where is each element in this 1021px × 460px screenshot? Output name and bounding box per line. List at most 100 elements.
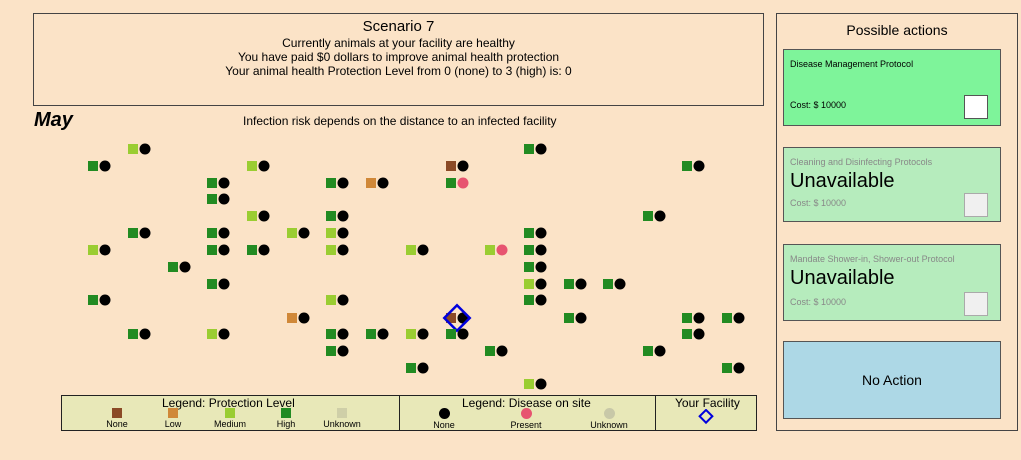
legend-level-high: High: [256, 408, 316, 429]
facility-marker: [247, 244, 270, 256]
facility-marker: [406, 328, 429, 340]
facility-marker: [326, 294, 349, 306]
legend-disease: Legend: Disease on site None Present Unk…: [400, 396, 655, 430]
legend-level-none: None: [87, 408, 147, 429]
protection-level-square: [128, 329, 138, 339]
protection-level-square: [366, 178, 376, 188]
facility-marker: [524, 244, 547, 256]
shower-cost: Cost: $ 10000: [790, 297, 847, 307]
scenario-box: Scenario 7 Currently animals at your fac…: [33, 13, 764, 106]
shower-action: Mandate Shower-in, Shower-out Protocol U…: [783, 244, 1001, 321]
protection-level-square: [326, 329, 336, 339]
facility-marker: [682, 312, 705, 324]
legend-protection-title: Legend: Protection Level: [162, 396, 295, 410]
disease-status-dot: [693, 328, 705, 340]
disease-status-dot: [337, 177, 349, 189]
protection-level-square: [287, 313, 297, 323]
disease-status-dot: [457, 177, 469, 189]
facility-marker: [168, 261, 191, 273]
disease-status-dot: [99, 294, 111, 306]
facility-marker: [485, 345, 508, 357]
facility-marker: [366, 177, 389, 189]
protection-level-square: [485, 245, 495, 255]
disease-management-checkbox[interactable]: [964, 95, 988, 119]
facility-marker: [88, 294, 111, 306]
legend-level-unknown-label: Unknown: [323, 419, 361, 429]
legend-facility-title: Your Facility: [675, 396, 740, 410]
scenario-title: Scenario 7: [362, 18, 435, 35]
disease-status-dot: [337, 294, 349, 306]
protection-level-square: [207, 245, 217, 255]
disease-status-dot: [575, 278, 587, 290]
disease-status-dot: [693, 312, 705, 324]
protection-level-square: [326, 228, 336, 238]
protection-level-square: [207, 279, 217, 289]
legend-disease-unknown-label: Unknown: [590, 420, 628, 430]
facility-marker: [207, 328, 230, 340]
disease-status-dot: [733, 312, 745, 324]
disease-status-dot: [733, 362, 745, 374]
protection-level-square: [326, 295, 336, 305]
legend-level-medium-label: Medium: [213, 419, 246, 429]
protection-level-square: [207, 329, 217, 339]
legend-level-high-label: High: [276, 419, 296, 429]
protection-level-square: [682, 329, 692, 339]
shower-name: Mandate Shower-in, Shower-out Protocol: [790, 254, 955, 264]
facility-marker: [326, 210, 349, 222]
scenario-paid: You have paid $0 dollars to improve anim…: [237, 50, 560, 64]
legend-protection: Legend: Protection Level None Low Medium…: [62, 396, 399, 430]
disease-management-action[interactable]: Disease Management Protocol Cost: $ 1000…: [783, 49, 1001, 126]
protection-level-square: [168, 262, 178, 272]
disease-status-dot: [377, 177, 389, 189]
disease-status-dot: [535, 227, 547, 239]
no-action-button[interactable]: No Action: [783, 341, 1001, 419]
facility-marker: [524, 227, 547, 239]
legend-your-facility: Your Facility: [656, 396, 756, 430]
facility-marker: [326, 244, 349, 256]
disease-status-dot: [218, 328, 230, 340]
disease-status-dot: [99, 160, 111, 172]
protection-level-square: [326, 178, 336, 188]
facility-marker: [643, 210, 666, 222]
disease-management-name: Disease Management Protocol: [790, 59, 914, 69]
disease-status-dot: [139, 143, 151, 155]
protection-level-square: [326, 245, 336, 255]
protection-level-square: [88, 161, 98, 171]
disease-status-dot: [535, 378, 547, 390]
cleaning-status: Unavailable: [790, 170, 895, 192]
disease-status-dot: [258, 244, 270, 256]
your-facility-diamond: [442, 303, 472, 333]
disease-status-dot: [417, 244, 429, 256]
facility-marker: [128, 227, 151, 239]
facility-marker: [247, 210, 270, 222]
disease-status-dot: [654, 345, 666, 357]
legend-level-low-label: Low: [164, 419, 182, 429]
disease-status-dot: [298, 227, 310, 239]
facility-marker: [524, 278, 547, 290]
legend-disease-unknown: Unknown: [579, 408, 639, 430]
facility-marker: [682, 160, 705, 172]
protection-level-square: [603, 279, 613, 289]
facility-marker: [326, 177, 349, 189]
facility-marker: [643, 345, 666, 357]
disease-management-cost: Cost: $ 10000: [790, 100, 847, 110]
disease-status-dot: [575, 312, 587, 324]
facility-marker: [564, 312, 587, 324]
disease-status-dot: [693, 160, 705, 172]
protection-level-square: [682, 161, 692, 171]
legend-disease-present-label: Present: [510, 420, 542, 430]
protection-level-square: [564, 313, 574, 323]
facility-marker: [207, 177, 230, 189]
protection-level-square: [207, 194, 217, 204]
protection-level-square: [326, 211, 336, 221]
legend-disease-present: Present: [496, 408, 556, 430]
disease-status-dot: [496, 345, 508, 357]
disease-status-dot: [457, 328, 469, 340]
disease-status-dot: [99, 244, 111, 256]
protection-level-square: [247, 211, 257, 221]
scenario-health-status: Currently animals at your facility are h…: [282, 36, 515, 50]
facility-marker: [247, 160, 270, 172]
shower-status: Unavailable: [790, 267, 895, 289]
disease-status-dot: [218, 177, 230, 189]
